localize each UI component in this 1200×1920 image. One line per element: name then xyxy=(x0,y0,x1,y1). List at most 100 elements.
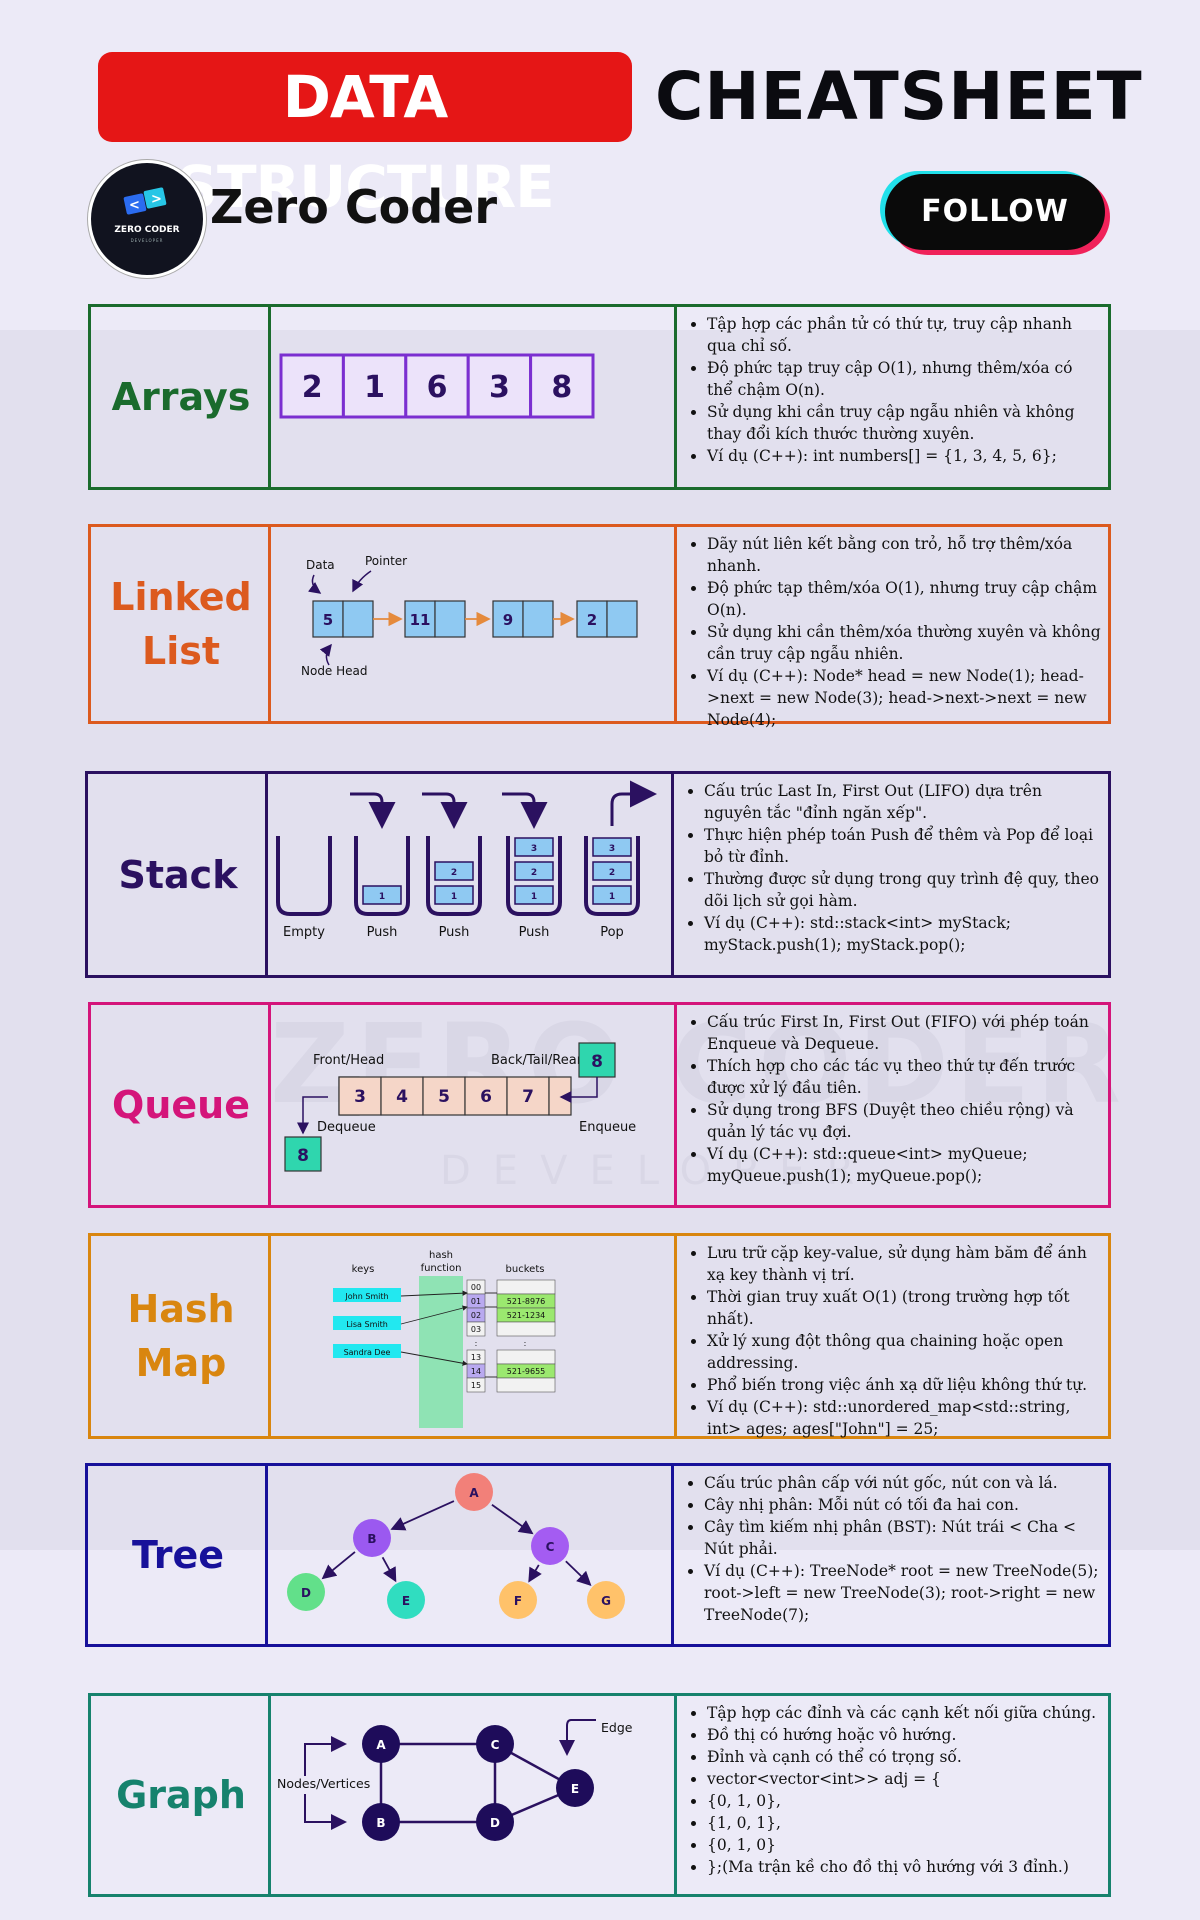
bullet-item: Tập hợp các phần tử có thứ tự, truy cập … xyxy=(707,313,1102,357)
tree-edge xyxy=(321,1551,356,1580)
bullet-item: Tập hợp các đỉnh và các cạnh kết nối giữ… xyxy=(707,1702,1102,1724)
bucket-cell xyxy=(496,1321,556,1337)
stack-step-label: Push xyxy=(519,925,550,940)
linked-list-description: Dãy nút liên kết bằng con trỏ, hỗ trợ th… xyxy=(677,527,1108,731)
stack-container xyxy=(584,836,640,916)
pointer-label: Pointer xyxy=(365,554,407,568)
hash-key-text: Lisa Smith xyxy=(346,1320,388,1329)
queue-value: 4 xyxy=(396,1087,408,1107)
node-value: 5 xyxy=(323,611,333,629)
node-data-cell xyxy=(312,600,344,638)
queue-value: 3 xyxy=(354,1087,366,1107)
bullet-item: Cấu trúc First In, First Out (FIFO) với … xyxy=(707,1011,1102,1055)
queue-row: Queue Front/Head Back/Tail/Rear Dequeue … xyxy=(88,1002,1111,1208)
queue-diagram: Front/Head Back/Tail/Rear Dequeue Enqueu… xyxy=(271,1005,677,1205)
bucket-value: 521-9655 xyxy=(507,1367,546,1376)
tree-node-label: A xyxy=(469,1486,479,1500)
stack-step-label: Pop xyxy=(600,925,624,940)
follow-button[interactable]: FOLLOW xyxy=(885,174,1105,250)
graph-node-label: D xyxy=(490,1816,500,1830)
pop-arrow xyxy=(610,780,657,826)
array-value: 2 xyxy=(302,370,323,405)
node-value: 11 xyxy=(410,611,431,629)
enqueue-item xyxy=(578,1042,616,1078)
array-value: 3 xyxy=(489,370,510,405)
bullet-item: };(Ma trận kề cho đồ thị vô hướng với 3 … xyxy=(707,1856,1102,1878)
edge-label: Edge xyxy=(601,1720,633,1735)
bullet-item: Sử dụng khi cần truy cập ngẫu nhiên và k… xyxy=(707,401,1102,445)
data-label: Data xyxy=(306,558,335,572)
stack-description: Cấu trúc Last In, First Out (LIFO) dựa t… xyxy=(674,774,1108,956)
bucket-value: 521-8976 xyxy=(507,1297,546,1306)
bullet-item: Ví dụ (C++): std::stack<int> myStack; my… xyxy=(704,912,1102,956)
tree-node xyxy=(287,1573,325,1611)
stack-item xyxy=(592,861,632,881)
bullet-item: Ví dụ (C++): std::unordered_map<std::str… xyxy=(707,1396,1102,1440)
array-value: 6 xyxy=(427,370,448,405)
array-cell xyxy=(279,353,345,419)
arrays-title: Arrays xyxy=(111,375,251,419)
graph-node xyxy=(362,1725,400,1763)
arrays-description: Tập hợp các phần tử có thứ tự, truy cập … xyxy=(677,307,1108,467)
bullet-item: Thích hợp cho các tác vụ theo thứ tự đến… xyxy=(707,1055,1102,1099)
bucket-index: 15 xyxy=(471,1381,481,1390)
enqueue-value: 8 xyxy=(591,1052,603,1072)
tree-title: Tree xyxy=(131,1533,225,1577)
hash-mapping-arrow xyxy=(400,1305,468,1325)
bucket-index: 01 xyxy=(471,1297,481,1306)
graph-node xyxy=(476,1725,514,1763)
node-data-cell xyxy=(492,600,524,638)
bullet-item: Thời gian truy xuất O(1) (trong trường h… xyxy=(707,1286,1102,1330)
dequeue-label: Dequeue xyxy=(317,1120,376,1135)
title-highlight: DATA STRUCTURE xyxy=(98,52,632,221)
hash-key xyxy=(333,1316,401,1330)
graph-title: Graph xyxy=(116,1773,246,1817)
stack-item xyxy=(362,885,402,905)
array-cell xyxy=(529,353,595,419)
bullet-item: Cấu trúc Last In, First Out (LIFO) dựa t… xyxy=(704,780,1102,824)
bullet-item: Sử dụng khi cần thêm/xóa thường xuyên và… xyxy=(707,621,1102,665)
hash-map-row: Hash Map keys hash function buckets John… xyxy=(88,1233,1111,1439)
buckets-header: buckets xyxy=(506,1264,545,1275)
stack-item xyxy=(514,837,554,857)
bucket-index-cell xyxy=(466,1377,486,1393)
stack-item xyxy=(592,837,632,857)
bullet-item: Lưu trữ cặp key-value, sử dụng hàm băm đ… xyxy=(707,1242,1102,1286)
linked-list-title-line1: Linked xyxy=(110,575,252,619)
dequeue-value: 8 xyxy=(297,1146,309,1166)
node-pointer-cell xyxy=(434,600,466,638)
function-header: function xyxy=(421,1263,462,1274)
tree-node-label: B xyxy=(367,1532,376,1546)
node-value: 9 xyxy=(503,611,513,629)
graph-node xyxy=(476,1803,514,1841)
node-pointer-cell xyxy=(522,600,554,638)
bullet-item: Cấu trúc phân cấp với nút gốc, nút con v… xyxy=(704,1472,1102,1494)
stack-item-value: 1 xyxy=(531,892,537,902)
array-value: 8 xyxy=(551,370,572,405)
bullet-item: Phổ biến trong việc ánh xạ dữ liệu không… xyxy=(707,1374,1102,1396)
hash-function-box xyxy=(419,1276,463,1428)
bucket-cell xyxy=(496,1377,556,1393)
hash-header: hash xyxy=(429,1250,453,1261)
queue-title: Queue xyxy=(112,1083,250,1127)
graph-node-label: B xyxy=(376,1816,385,1830)
bullet-item: Dãy nút liên kết bằng con trỏ, hỗ trợ th… xyxy=(707,533,1102,577)
tree-edge xyxy=(491,1504,534,1535)
bullet-item: {0, 1, 0}, xyxy=(707,1790,1102,1812)
queue-rear-cap xyxy=(548,1076,572,1116)
bucket-cell xyxy=(496,1279,556,1295)
bullet-item: Độ phức tạp thêm/xóa O(1), nhưng truy cậ… xyxy=(707,577,1102,621)
stack-step-label: Push xyxy=(367,925,398,940)
bucket-index: 13 xyxy=(471,1353,481,1362)
stack-item-value: 2 xyxy=(451,868,457,878)
queue-cell xyxy=(506,1076,550,1116)
stack-item xyxy=(514,861,554,881)
logo-text: ZERO CODER xyxy=(114,225,180,235)
bullet-item: vector<vector<int>> adj = { xyxy=(707,1768,1102,1790)
queue-value: 7 xyxy=(522,1087,534,1107)
push-arrow xyxy=(502,792,548,829)
